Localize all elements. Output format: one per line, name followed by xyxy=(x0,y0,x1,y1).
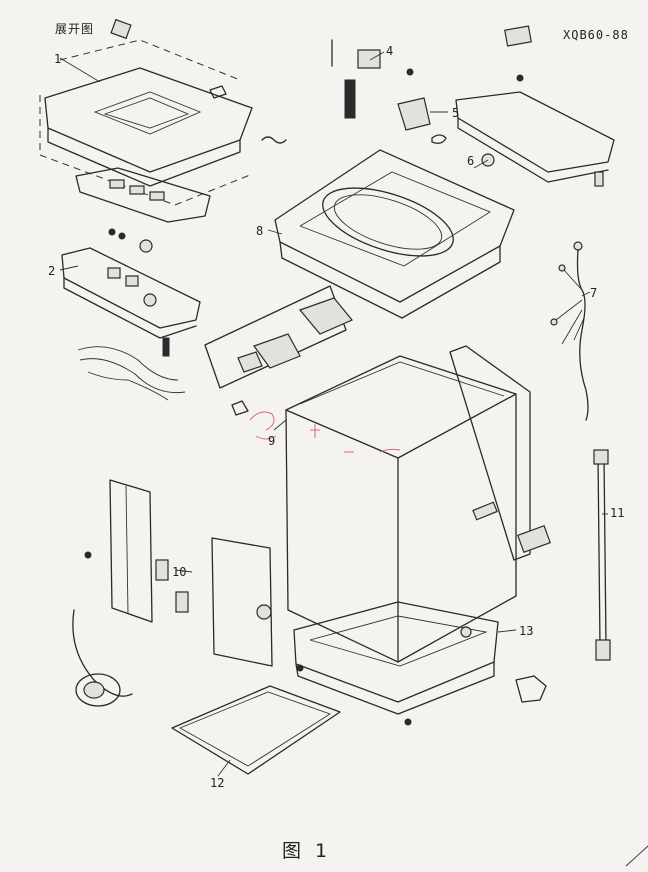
part-2-control-panel xyxy=(61,239,201,401)
handwritten-annotation xyxy=(249,411,401,453)
part-12-frame-gasket xyxy=(171,537,341,775)
figure-caption: 图 1 xyxy=(282,840,332,862)
part-11-drain-hose xyxy=(593,449,611,661)
part-label-12: 12 xyxy=(210,776,225,790)
part-label-2: 2 xyxy=(48,264,56,278)
part-label-10: 10 xyxy=(172,565,187,579)
leader-lines xyxy=(59,51,608,777)
part-7-wire-harness xyxy=(550,241,589,421)
part-label-4: 4 xyxy=(386,44,394,58)
part-13-base xyxy=(256,601,547,726)
cabinet-body xyxy=(285,345,552,663)
part-6-rear-panel xyxy=(455,25,615,187)
part-4-5-switch-components xyxy=(331,39,447,144)
part-label-11: 11 xyxy=(610,506,625,520)
part-label-13: 13 xyxy=(519,624,534,638)
part-label-6: 6 xyxy=(467,154,475,168)
part-10-side-panel xyxy=(72,479,189,707)
part-label-9: 9 xyxy=(268,434,276,448)
part-label-7: 7 xyxy=(590,286,598,300)
part-label-5: 5 xyxy=(452,106,460,120)
part-label-1: 1 xyxy=(54,52,62,66)
part-9-switch-box xyxy=(204,285,353,416)
part-8-top-frame xyxy=(274,149,515,319)
part-label-8: 8 xyxy=(256,224,264,238)
part-1-lid-assembly xyxy=(39,18,287,240)
model-number: XQB60-88 xyxy=(563,28,629,42)
diagram-title: 展开图 xyxy=(55,22,95,36)
